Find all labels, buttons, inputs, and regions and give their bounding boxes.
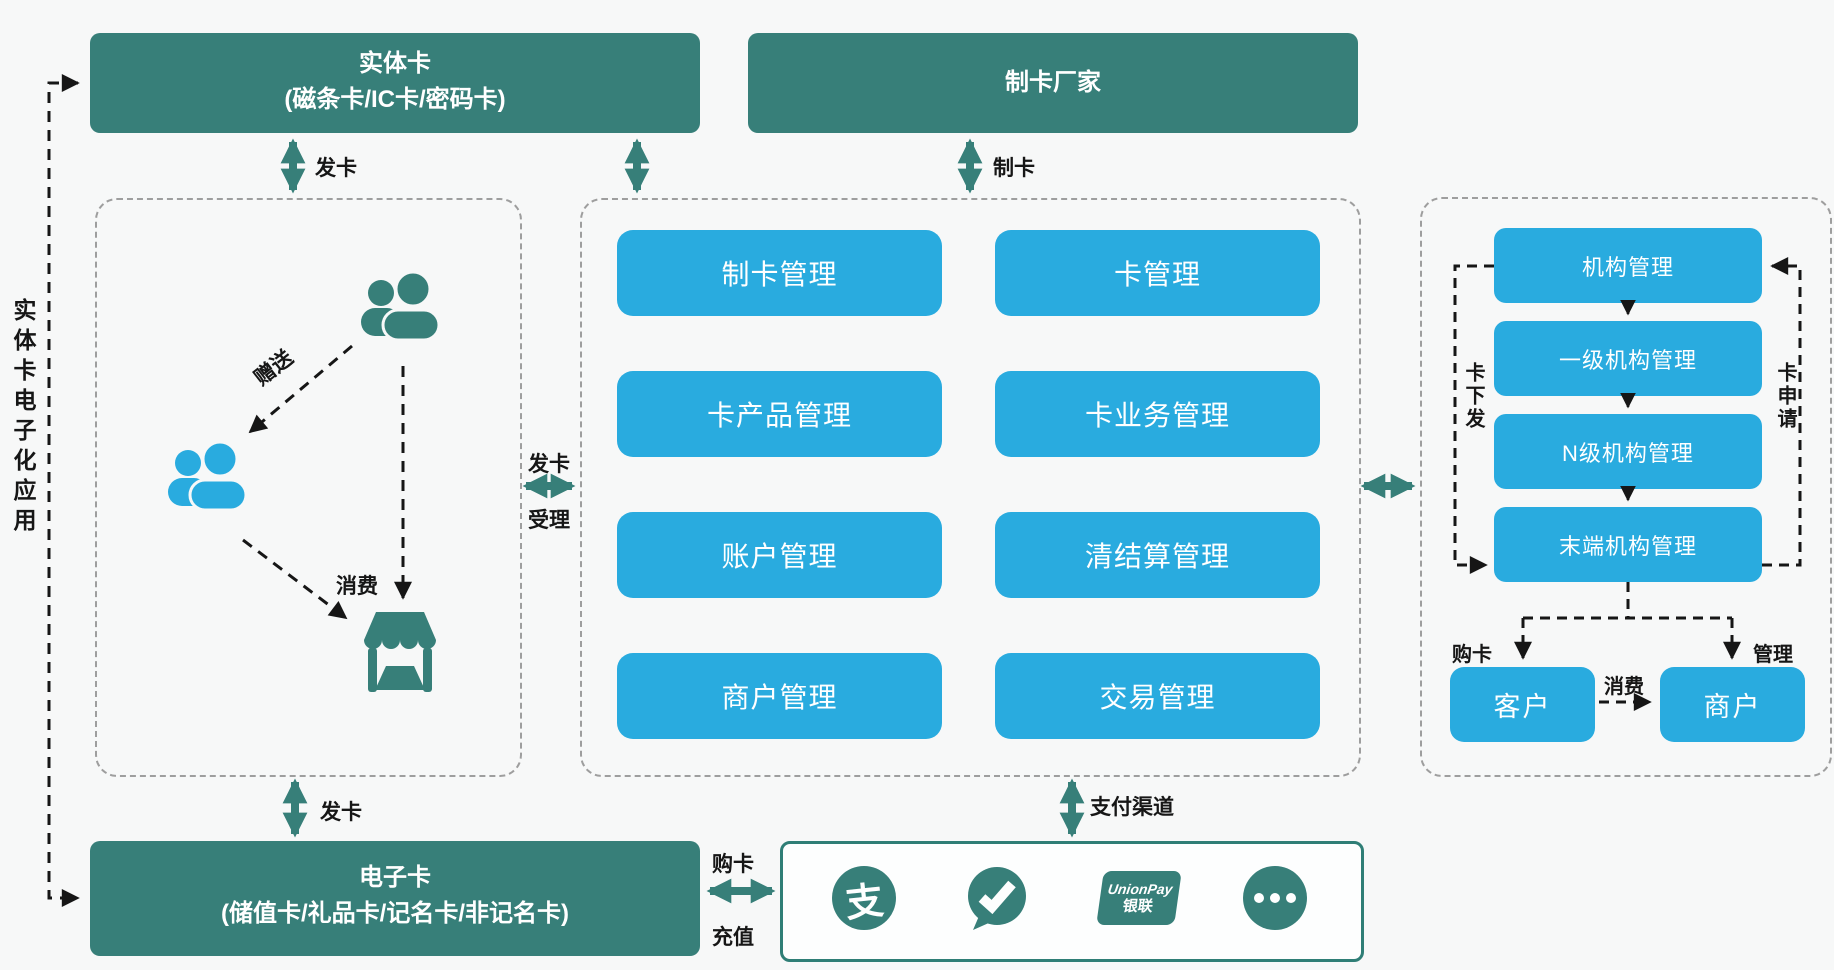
unionpay-text-en: UnionPay — [1106, 881, 1174, 897]
module-card-business-mgmt: 卡业务管理 — [995, 371, 1320, 457]
alipay-icon: 支 — [832, 866, 896, 930]
org-level-terminal: 末端机构管理 — [1494, 507, 1762, 582]
physical-card-title: 实体卡 — [359, 50, 431, 77]
unionpay-icon: UnionPay 银联 — [1096, 871, 1182, 925]
unionpay-text-cn: 银联 — [1121, 898, 1154, 915]
wechat-pay-icon — [968, 867, 1026, 930]
issue-top-label: 发卡 — [315, 157, 357, 180]
manage-label: 管理 — [1753, 644, 1793, 666]
recharge-label: 充值 — [712, 926, 754, 949]
card-maker-title: 制卡厂家 — [1005, 69, 1101, 96]
org-level-n: N级机构管理 — [1494, 414, 1762, 489]
payment-channel-label: 支付渠道 — [1090, 796, 1174, 819]
ecard-subtitle: (储值卡/礼品卡/记名卡/非记名卡) — [221, 900, 569, 927]
module-clearing-settlement-mgmt: 清结算管理 — [995, 512, 1320, 598]
module-merchant-mgmt: 商户管理 — [617, 653, 942, 739]
gift-recipient-group-icon — [168, 442, 248, 512]
physical-card-subtitle: (磁条卡/IC卡/密码卡) — [284, 86, 506, 113]
consume-right-label: 消费 — [1604, 676, 1644, 698]
merchant-box: 商户 — [1660, 667, 1805, 742]
physical-card-box: 实体卡 (磁条卡/IC卡/密码卡) — [90, 33, 700, 133]
org-zone-box — [1420, 197, 1832, 777]
org-level-root: 机构管理 — [1494, 228, 1762, 303]
ecard-box: 电子卡 (储值卡/礼品卡/记名卡/非记名卡) — [90, 841, 700, 956]
issue-left-label: 发卡 — [528, 453, 570, 476]
ecard-title: 电子卡 — [359, 864, 431, 891]
card-distribute-label: 卡下发 — [1462, 362, 1484, 431]
make-card-label: 制卡 — [993, 157, 1035, 180]
module-transaction-mgmt: 交易管理 — [995, 653, 1320, 739]
platform-zone-box — [580, 198, 1361, 777]
rail-dashed-link — [47, 74, 80, 907]
buy-card-label: 购卡 — [1452, 644, 1492, 666]
buy-card-right-label: 购卡 — [712, 853, 754, 876]
more-channels-icon — [1243, 866, 1307, 930]
accept-left-label: 受理 — [528, 509, 570, 532]
customer-box: 客户 — [1450, 667, 1595, 742]
alipay-glyph: 支 — [843, 879, 886, 926]
module-card-mgmt: 卡管理 — [995, 230, 1320, 316]
module-card-product-mgmt: 卡产品管理 — [617, 371, 942, 457]
consumer-zone-box — [95, 198, 522, 777]
org-level-1: 一级机构管理 — [1494, 321, 1762, 396]
cardholder-group-icon — [361, 272, 441, 342]
issue-bottom-label: 发卡 — [320, 801, 362, 824]
card-maker-box: 制卡厂家 — [748, 33, 1358, 133]
card-apply-label: 卡申请 — [1774, 362, 1796, 431]
module-account-mgmt: 账户管理 — [617, 512, 942, 598]
store-icon — [364, 612, 436, 692]
module-card-production-mgmt: 制卡管理 — [617, 230, 942, 316]
consume-left-label: 消费 — [336, 575, 378, 598]
rail-label: 实体卡电子化应用 — [10, 298, 36, 538]
